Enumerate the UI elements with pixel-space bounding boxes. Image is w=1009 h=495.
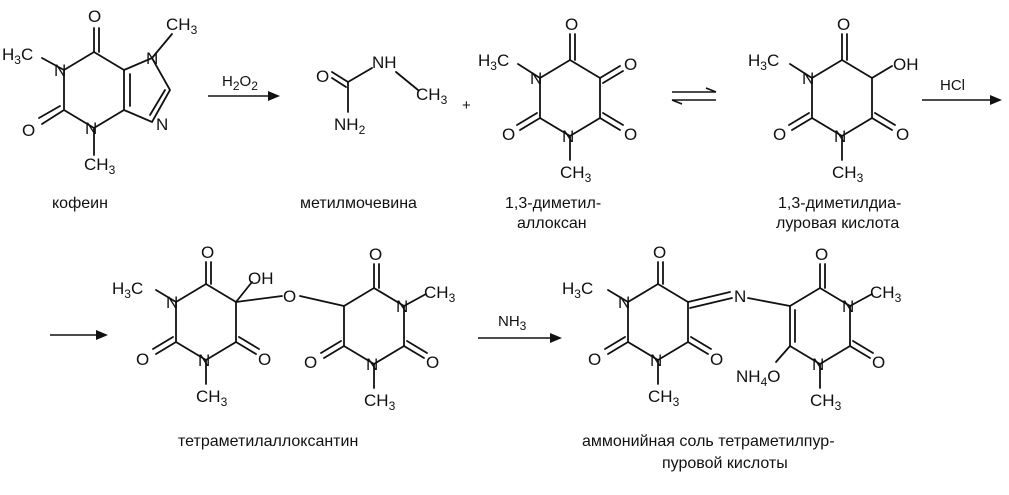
alloxan-o-top: O [565,15,578,34]
caffeine-n7: N [146,49,158,68]
dialuric-oh: OH [893,55,919,74]
equilibrium-barb-reverse [671,99,683,105]
ammonium-purpurate-structure [604,261,874,389]
plus-sign: + [462,97,471,114]
purpurate-left-o-top: O [653,243,666,262]
methylurea-methyl: CH3 [416,85,448,107]
alloxantin-left-o-top: O [201,243,214,262]
caffeine-label: кофеин [52,195,108,212]
dialuric-methyl-n3: CH3 [832,163,864,185]
purpurate-right-methyl-n3: CH3 [810,391,842,413]
purpurate-left-n3: N [650,351,662,370]
caffeine-n1: N [54,61,66,80]
alloxan-n1: N [530,69,542,88]
reagent-oxidant: H2O2 [222,73,258,93]
caffeine-methyl-n1: H3C [2,45,33,67]
alloxantin-left-o-right: O [258,350,271,369]
caffeine-methyl-n3: CH3 [84,155,116,177]
methylurea-structure [331,67,419,113]
alloxantin-right-o-right: O [426,353,439,372]
dialuric-n3: N [834,127,846,146]
purpurate-left-o-right: O [710,350,723,369]
dialuric-o-right: O [896,125,909,144]
arrowhead-acid [990,95,1002,105]
purpurate-bridge-n: N [734,287,746,306]
dimethyldialuric-label-line1: 1,3-диметилдиа- [778,195,901,212]
reagent-ammonia: NH3 [498,313,527,333]
methylurea-o: O [316,67,329,86]
alloxantin-left-n1: N [166,293,178,312]
caffeine-n9: N [156,115,168,134]
arrowhead-ammonia [550,333,562,343]
alloxan-methyl-n3: CH3 [560,163,592,185]
arrowhead-row2-start [96,330,108,340]
equilibrium-barb-forward [705,87,717,93]
alloxantin-left-n3: N [198,351,210,370]
purpurate-right-n3: N [812,355,824,374]
alloxantin-right-o-top: O [369,245,382,264]
purpurate-ammonium-oxygen: NH4O [736,367,780,389]
alloxantin-right-methyl-n3: CH3 [364,391,396,413]
methylurea-nh: NH [372,53,397,72]
purpurate-right-n1: N [842,297,854,316]
caffeine-structure [38,27,173,156]
alloxan-o-right-upper: O [624,55,637,74]
alloxantin-bridge-o: O [283,287,296,306]
purpurate-left-n1: N [618,293,630,312]
caffeine-methyl-n7: CH3 [166,15,198,37]
dialuric-o-top: O [837,15,850,34]
alloxan-o-left: O [502,125,515,144]
purpurate-right-o-top: O [815,245,828,264]
alloxantin-left-methyl-n1: H3C [112,279,143,301]
purpurate-right-o-right: O [872,353,885,372]
alloxan-o-right-lower: O [624,125,637,144]
alloxantin-right-methyl-n1: CH3 [424,283,456,305]
dialuric-o-left: O [773,125,786,144]
alloxantin-right-n3: N [366,355,378,374]
tetramethylalloxantin-label: тетраметилаллоксантин [178,433,358,450]
dimethyldialuric-structure [788,33,896,161]
ammonium-salt-label-line2: пуровой кислоты [662,455,788,472]
alloxantin-right-n1: N [396,297,408,316]
purpurate-left-methyl-n1: H3C [562,279,593,301]
methylurea-label: метилмочевина [300,195,417,212]
purpurate-left-o-left: O [588,350,601,369]
alloxan-methyl-n1: H3C [478,51,509,73]
alloxantin-left-o-left: O [136,350,149,369]
dimethylalloxan-structure [516,33,624,161]
alloxantin-left-methyl-n3: CH3 [196,387,228,409]
dialuric-methyl-n1: H3C [748,51,779,73]
caffeine-carbonyl-o-top: O [88,7,101,26]
methylurea-nh2: NH2 [334,115,366,137]
reagent-acid: HCl [940,77,965,94]
tetramethylalloxantin-structure [152,261,428,389]
dimethylalloxan-label-line2: аллоксан [517,215,587,232]
purpurate-right-methyl-n1: CH3 [870,283,902,305]
purpurate-left-methyl-n3: CH3 [648,387,680,409]
alloxantin-right-o-left: O [304,353,317,372]
caffeine-carbonyl-o-left: O [22,121,35,140]
dimethylalloxan-label-line1: 1,3-диметил- [505,195,601,212]
alloxantin-oh: OH [248,269,274,288]
arrowhead-oxidation [268,91,280,101]
alloxan-n3: N [562,127,574,146]
ammonium-salt-label-line1: аммонийная соль тетраметилпур- [582,433,835,450]
dialuric-n1: N [802,69,814,88]
caffeine-n3: N [85,119,97,138]
dimethyldialuric-label-line2: луровая кислота [776,215,899,232]
